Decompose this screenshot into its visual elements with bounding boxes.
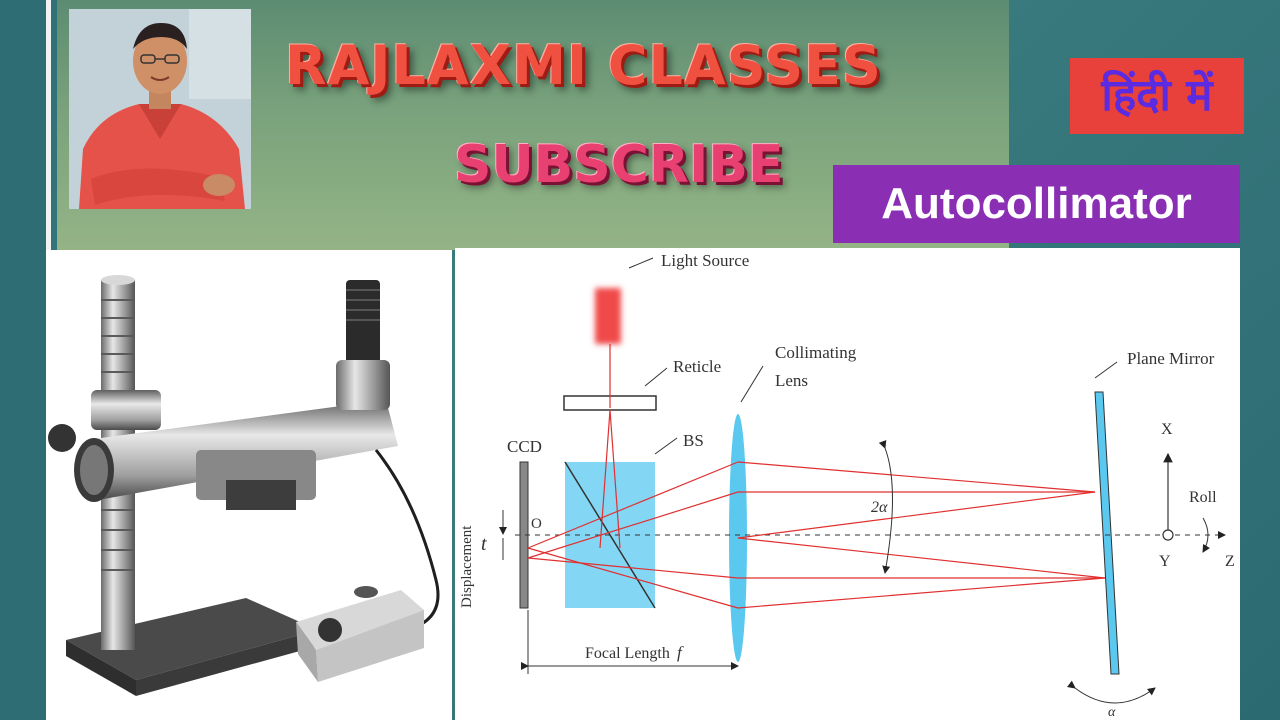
subscribe-text: SUBSCRIBE	[454, 135, 784, 195]
autocollimator-illustration	[48, 275, 440, 696]
autocollimator-device-photo	[46, 250, 452, 720]
light-source-label: Light Source	[661, 251, 749, 270]
t-label: t	[481, 533, 487, 555]
focal-length-label: Focal Length	[585, 645, 670, 662]
y-axis-label: Y	[1159, 553, 1171, 570]
light-source-icon	[595, 288, 621, 344]
bs-label: BS	[683, 431, 704, 450]
left-background-strip	[0, 0, 46, 720]
alpha-label: α	[1108, 705, 1116, 720]
plane-mirror-label: Plane Mirror	[1127, 349, 1215, 368]
presenter-photo	[69, 9, 251, 209]
language-badge: हिंदी में	[1070, 58, 1244, 134]
presenter-illustration	[69, 9, 251, 209]
collimating-lens-label-line2: Lens	[775, 371, 808, 390]
optical-schematic: Light Source Reticle BS CCD O Displaceme…	[459, 251, 1235, 720]
divider-line	[46, 0, 51, 250]
roll-label: Roll	[1189, 489, 1217, 506]
displacement-label: Displacement	[459, 525, 475, 608]
ccd-label: CCD	[507, 437, 542, 456]
topic-badge: Autocollimator	[833, 165, 1240, 243]
z-axis-label: Z	[1225, 553, 1235, 570]
plane-mirror-icon	[1094, 391, 1120, 675]
two-alpha-label: 2α	[871, 499, 888, 516]
channel-title: RAJLAXMI CLASSES	[285, 34, 882, 97]
autocollimator-diagram: Light Source Reticle BS CCD O Displaceme…	[455, 248, 1240, 720]
x-axis-label: X	[1161, 421, 1173, 438]
origin-label: O	[531, 516, 542, 532]
collimating-lens-label-line1: Collimating	[775, 343, 857, 362]
reticle-label: Reticle	[673, 357, 721, 376]
y-axis-origin-icon	[1162, 529, 1174, 541]
f-label: f	[677, 643, 684, 662]
